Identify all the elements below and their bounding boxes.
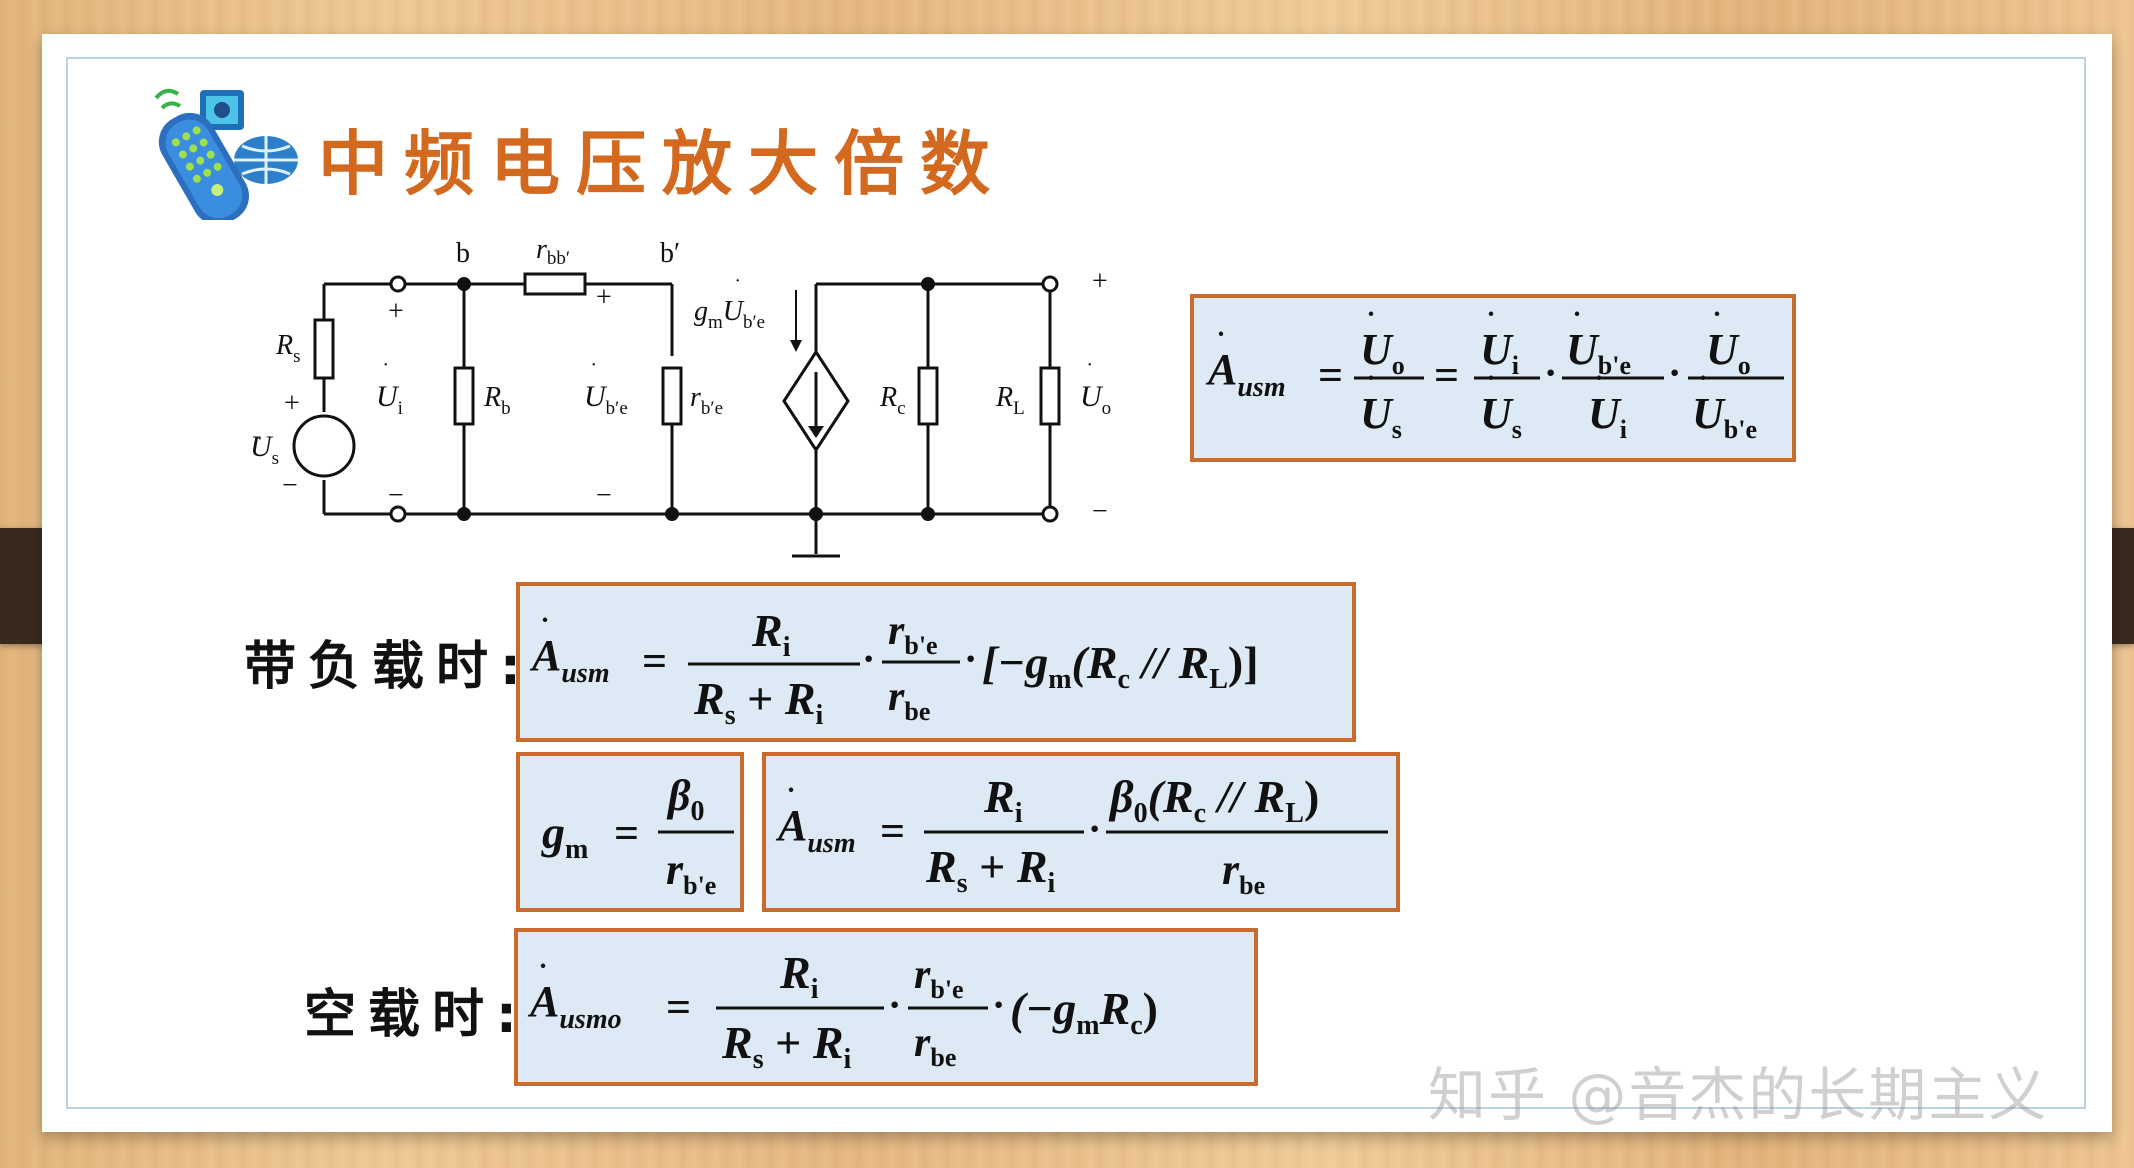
svg-text:˙: ˙: [1486, 370, 1496, 403]
svg-text:rb'e: rb'e: [888, 608, 938, 660]
svg-text:˙: ˙: [1366, 306, 1376, 339]
svg-text:Rs + Ri: Rs + Ri: [925, 841, 1056, 899]
rb-label: Rb: [483, 382, 511, 419]
rs-label: Rs: [275, 330, 301, 367]
svg-text:˙: ˙: [1486, 306, 1496, 339]
svg-text:=: =: [1434, 351, 1459, 400]
rbe-prime-label: rb′e: [690, 382, 723, 419]
svg-text:˙: ˙: [734, 274, 741, 299]
svg-text:=: =: [614, 809, 639, 858]
rl-label: RL: [995, 382, 1025, 419]
svg-text:˙: ˙: [256, 432, 263, 457]
svg-text:Rs + Ri: Rs + Ri: [721, 1017, 852, 1075]
svg-text:(−gmRc): (−gmRc): [1010, 983, 1158, 1041]
svg-text:rbe: rbe: [888, 674, 930, 726]
svg-text:·: ·: [964, 636, 977, 681]
ube-plus: +: [596, 282, 612, 313]
svg-text:˙: ˙: [1698, 370, 1708, 403]
formula-box-loaded: Ausm ˙ = Ri Rs + Ri · rb'e rbe · [−gm(Rc…: [516, 582, 1356, 742]
node-b-label: b: [456, 238, 470, 269]
equals-sign: =: [1318, 351, 1343, 400]
uo-minus: −: [1092, 496, 1108, 527]
svg-text:Ausm: Ausm: [529, 631, 610, 689]
lhs-a: Ausm: [1205, 345, 1286, 403]
svg-text:˙: ˙: [382, 358, 389, 383]
node-bprime-label: b′: [660, 238, 680, 269]
svg-text:β0(Rc // RL): β0(Rc // RL): [1108, 771, 1319, 829]
remote-control-logo-icon: [154, 88, 298, 220]
rbb-label: rbb′: [536, 234, 570, 269]
uo-label: Uo: [1080, 380, 1111, 419]
svg-text:·: ·: [1088, 806, 1101, 851]
formula-box-chain: Ausm ˙ = Uo ˙ Us ˙ = Ui ˙ Us ˙ · Ub'e ˙ …: [1190, 294, 1796, 462]
us-label: Us: [250, 430, 279, 469]
svg-text:Uo: Uo: [1360, 325, 1405, 380]
svg-text:β0: β0: [666, 771, 705, 827]
svg-text:Ri: Ri: [983, 771, 1023, 829]
noload-label: 空载时:: [304, 985, 529, 1045]
svg-text:Us: Us: [1480, 389, 1522, 444]
formula-box-noload: Ausmo ˙ = Ri Rs + Ri · rb'e rbe · (−gmRc…: [514, 928, 1258, 1086]
svg-text:˙: ˙: [1572, 306, 1582, 339]
svg-text:=: =: [880, 807, 905, 856]
svg-text:·: ·: [862, 636, 875, 681]
svg-text:Ub'e: Ub'e: [1692, 389, 1757, 444]
svg-text:˙: ˙: [1712, 306, 1722, 339]
svg-text:·: ·: [1668, 350, 1681, 395]
svg-text:˙: ˙: [590, 358, 597, 383]
svg-text:˙: ˙: [786, 782, 796, 815]
svg-text:˙: ˙: [1594, 370, 1604, 403]
svg-text:·: ·: [888, 982, 901, 1027]
svg-text:˙: ˙: [538, 958, 548, 991]
svg-text:rb'e: rb'e: [914, 952, 964, 1004]
loaded-label: 带负载时:: [244, 637, 533, 697]
svg-text:=: =: [642, 637, 667, 686]
svg-text:Ausmo: Ausmo: [527, 977, 622, 1035]
ui-label: Ui: [376, 380, 403, 419]
uo-plus: +: [1092, 266, 1108, 297]
svg-text:rbe: rbe: [1222, 845, 1265, 900]
formula-box-loaded-beta: Ausm ˙ = Ri Rs + Ri · β0(Rc // RL) rbe: [762, 752, 1400, 912]
svg-text:Rs + Ri: Rs + Ri: [693, 673, 824, 731]
svg-text:·: ·: [992, 982, 1005, 1027]
watermark: 知乎 @音杰的长期主义: [1428, 1061, 2049, 1129]
svg-text:=: =: [666, 983, 691, 1032]
ui-plus: +: [388, 296, 404, 327]
svg-text:˙: ˙: [1366, 370, 1376, 403]
svg-text:rb'e: rb'e: [666, 845, 716, 900]
svg-text:Ub'e: Ub'e: [1566, 325, 1631, 380]
svg-text:·: ·: [1544, 350, 1557, 395]
svg-text:Us: Us: [1360, 389, 1402, 444]
ube-label: Ub′e: [584, 380, 628, 419]
svg-text:rbe: rbe: [914, 1020, 956, 1072]
ube-minus: −: [596, 480, 612, 511]
svg-text:gm: gm: [541, 807, 588, 865]
formula-box-gm: gm = β0 rb'e: [516, 752, 744, 912]
svg-text:˙: ˙: [540, 612, 550, 645]
svg-text:[−gm(Rc // RL)]: [−gm(Rc // RL)]: [982, 637, 1259, 695]
page-title: 中频电压放大倍数: [318, 123, 1006, 205]
svg-text:˙: ˙: [1216, 326, 1226, 359]
rc-label: Rc: [879, 382, 906, 419]
svg-text:Ui: Ui: [1480, 325, 1519, 380]
svg-text:˙: ˙: [1086, 358, 1093, 383]
slide-frame: [66, 57, 2086, 1109]
svg-text:Ri: Ri: [779, 947, 819, 1005]
equivalent-circuit-diagram: b b′ rbb′ Rs Rb rb′e Rc RL Us ˙ Ui ˙ Ub′…: [250, 234, 1111, 558]
svg-text:Ui: Ui: [1588, 389, 1627, 444]
svg-text:Ausm: Ausm: [775, 801, 856, 859]
gm-source-label: gmUb′e: [694, 296, 765, 333]
ui-minus: −: [388, 480, 404, 511]
svg-text:Ri: Ri: [751, 605, 791, 663]
us-minus: −: [282, 470, 298, 501]
us-plus: +: [284, 388, 300, 419]
svg-text:Uo: Uo: [1706, 325, 1751, 380]
